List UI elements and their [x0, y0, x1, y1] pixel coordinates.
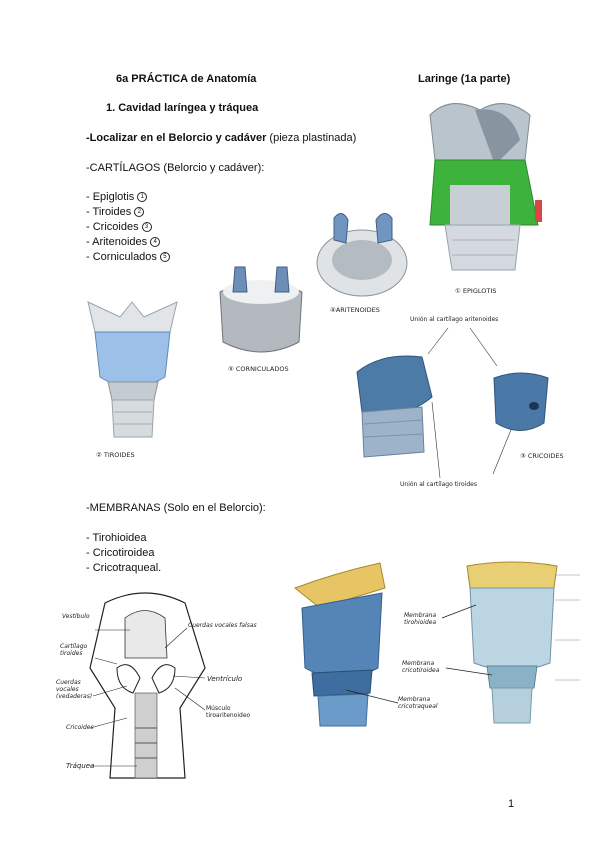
label-vestibulo: Vestíbulo — [62, 613, 90, 620]
section-title-right: Laringe (1a parte) — [418, 73, 511, 85]
label-membrana-cricotiroidea: Membrana cricotiroidea — [402, 660, 440, 674]
tiroides-figure — [87, 301, 178, 438]
label-musculo: Músculo tiroaritenoideo — [206, 705, 251, 719]
membranas-heading: -MEMBRANAS (Solo en el Belorcio): — [86, 502, 266, 514]
label-traquea: Tráquea — [66, 762, 95, 770]
section-heading: 1. Cavidad laríngea y tráquea — [106, 102, 259, 114]
label-membrana-cricotraqueal: Membrana cricotraqueal — [398, 696, 438, 710]
corniculados-figure — [219, 266, 303, 353]
label-ventriculo: Ventrículo — [207, 675, 243, 683]
list-item: - Tirohioidea — [86, 532, 147, 544]
locate-bold: -Localizar en el Belorcio y cadáver — [86, 132, 267, 144]
locate-line: -Localizar en el Belorcio y cadáver (pie… — [86, 131, 356, 145]
epiglotis-figure — [429, 103, 542, 271]
cricoides-figure-right — [493, 372, 549, 431]
list-item: - Cricotraqueal. — [86, 562, 162, 574]
membrane-figure-left — [294, 562, 386, 727]
cricoides-figure-left — [356, 355, 433, 458]
label-cricoides-sketch: Cricoides — [66, 724, 94, 731]
label-cartilago-tiroides: Cartílago tiroides — [60, 643, 88, 657]
page-number: 1 — [508, 798, 515, 810]
page-title: 6a PRÁCTICA de Anatomía — [116, 73, 257, 85]
aritenoides-figure — [316, 213, 408, 297]
coronal-section-sketch — [89, 592, 206, 779]
label-cuerdas-vocales: Cuerdas vocales (vedaderas) — [56, 679, 93, 700]
label-cuerdas-falsas: Cuerdas vocales falsas — [188, 622, 257, 629]
label-tiroides: ② TIROIDES — [96, 451, 135, 459]
label-corniculados: ⑤ CORNICULADOS — [228, 365, 289, 373]
locate-rest: (pieza plastinada) — [266, 132, 357, 144]
label-epiglotis: ① EPIGLOTIS — [455, 287, 497, 295]
label-membrana-tirohioidea: Membrana tirohioidea — [404, 612, 437, 626]
list-item: - Cricotiroidea — [86, 547, 155, 559]
label-union-aritenoides: Unión al cartílago aritenoides — [410, 316, 499, 323]
label-union-tiroides: Unión al cartílago tiroides — [400, 481, 478, 488]
label-aritenoides: ④ARITENOIDES — [330, 306, 380, 314]
cartilagos-heading: -CARTÍLAGOS (Belorcio y cadáver): — [86, 162, 265, 174]
membranas-list: - Tirohioidea - Cricotiroidea - Cricotra… — [86, 531, 161, 575]
label-cricoides: ③ CRICOIDES — [520, 452, 564, 460]
membrane-figure-right — [466, 561, 558, 724]
